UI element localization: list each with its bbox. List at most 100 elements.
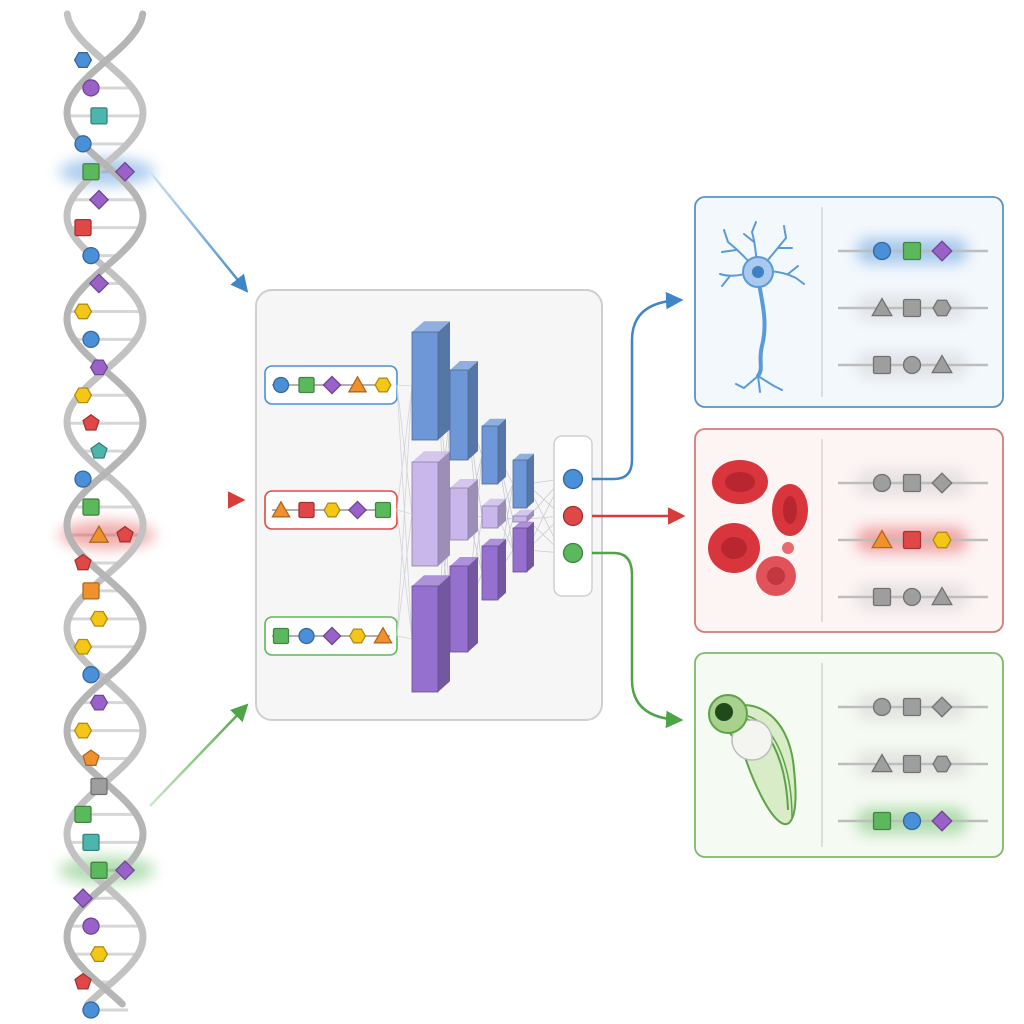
row-token: [902, 298, 922, 318]
row-token: [931, 472, 953, 494]
dna-base: [73, 52, 93, 68]
row-token: [931, 696, 953, 718]
dna-base: [74, 805, 92, 824]
layer-side: [498, 498, 506, 528]
row-token: [871, 753, 893, 773]
arrow-green-out: [592, 551, 684, 729]
layer-side: [438, 451, 450, 566]
red-blood-cells-icon: [708, 460, 808, 596]
sequence-token: [322, 375, 342, 395]
sequence-token: [374, 501, 392, 519]
active-sequence-row: [838, 527, 988, 553]
row-token: [932, 299, 952, 317]
network-edge: [396, 385, 413, 637]
network-edge: [396, 385, 413, 511]
layer-top: [450, 557, 478, 566]
dna-highlight-glow: [59, 521, 155, 549]
sequence-token: [322, 626, 342, 646]
input-sequence: [264, 616, 398, 656]
sequence-token: [323, 502, 341, 518]
inactive-sequence-row: [838, 470, 988, 496]
inactive-sequence-row: [838, 352, 988, 378]
network-layer-block: [481, 498, 506, 529]
network-layer-block: [411, 575, 450, 693]
inactive-sequence-row: [838, 694, 988, 720]
layer-front: [411, 461, 439, 567]
sequence-token: [348, 628, 367, 644]
dna-strand-b: [63, 10, 147, 1008]
dna-base: [82, 917, 100, 935]
dna-base: [74, 972, 92, 990]
dna-base: [82, 79, 100, 97]
layer-front: [512, 515, 528, 523]
layer-front: [481, 545, 499, 601]
network-layer-block: [411, 321, 450, 441]
sequence-token: [272, 376, 290, 394]
layer-front: [481, 505, 499, 529]
layer-top: [412, 575, 450, 586]
dna-base: [74, 553, 92, 571]
sequence-token: [272, 627, 290, 645]
active-sequence-row: [838, 238, 988, 264]
sequence-token: [271, 500, 291, 518]
dna-to-model-arrows: [149, 171, 249, 807]
row-token: [902, 811, 922, 831]
layer-front: [481, 425, 499, 485]
output-node-green: [562, 542, 584, 564]
dna-base: [82, 413, 100, 431]
layer-front: [449, 565, 469, 653]
dna-base-pair: [114, 860, 136, 881]
output-nodes: [562, 468, 584, 564]
dna-base: [72, 888, 94, 909]
dna-base: [89, 694, 109, 711]
dna-base: [74, 470, 92, 488]
dna-base: [90, 441, 108, 459]
dna-base: [73, 722, 93, 739]
dna-base: [82, 749, 100, 766]
row-token: [902, 355, 922, 375]
dna-base: [88, 273, 110, 294]
network-edge: [396, 384, 413, 387]
network-edge: [396, 635, 413, 640]
network-layer-block: [481, 418, 506, 485]
row-token: [902, 754, 922, 774]
network-layer-block: [411, 451, 450, 567]
layer-side: [438, 575, 450, 692]
row-token: [871, 297, 893, 317]
row-token: [931, 240, 953, 262]
layer-front: [512, 459, 528, 509]
row-token: [931, 810, 953, 832]
dna-base: [90, 777, 108, 796]
row-token: [872, 473, 892, 493]
neural-network-layers: [411, 321, 534, 693]
dna-base: [89, 610, 109, 627]
row-token: [902, 241, 922, 261]
dna-base: [90, 861, 108, 879]
sequence-token: [374, 377, 392, 393]
panel-neuron: [694, 196, 1004, 408]
dna-base: [82, 582, 100, 600]
dna-base: [74, 218, 92, 237]
arrow-green-in: [149, 703, 249, 807]
dna-base: [90, 107, 108, 125]
model-to-panel-arrows: [592, 291, 686, 729]
inactive-sequence-row: [838, 295, 988, 321]
dna-base: [89, 359, 109, 376]
network-layer-block: [512, 453, 534, 509]
layer-top: [412, 321, 450, 332]
layer-top: [513, 509, 534, 516]
row-token: [872, 697, 892, 717]
layer-side: [498, 418, 506, 484]
network-layer-block: [449, 361, 478, 461]
dna-base: [73, 303, 93, 320]
sequence-token: [347, 375, 368, 393]
input-sequence: [264, 490, 398, 530]
layer-top: [450, 361, 478, 370]
row-token: [872, 587, 892, 607]
layer-top: [412, 451, 450, 462]
layer-side: [527, 509, 534, 522]
dna-base: [73, 638, 93, 655]
inactive-sequence-row: [838, 751, 988, 777]
layer-side: [527, 453, 534, 508]
